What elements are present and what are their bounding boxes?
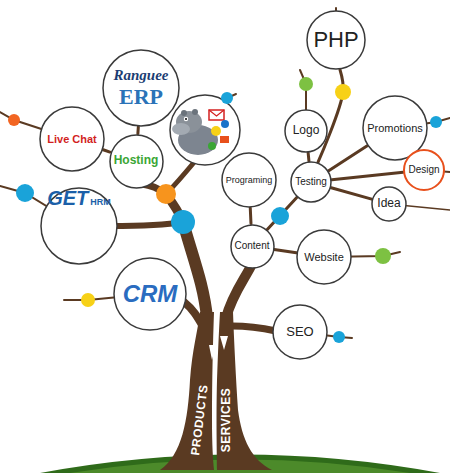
branch-connector [267,197,297,229]
circle-shape [273,305,327,359]
branch [226,266,251,318]
tree-circle: Content [230,224,275,269]
circle-shape [285,110,327,152]
tree-circle: RangueeERP [102,49,180,127]
circle-shape [103,50,179,126]
hippo-logo [170,95,240,165]
branches [0,8,450,338]
tree-circle: CRM [113,257,187,331]
tree-circle: Website [296,229,352,285]
circle-shape [307,11,365,69]
node-text: Idea [377,197,400,211]
node-text: CRM [123,280,178,308]
branch-dot [299,77,313,91]
trunk-label: SERVICES [220,388,233,452]
branch-connector [274,249,296,252]
node-text: PHP [313,27,358,52]
branch-dot [271,207,289,225]
envelope [220,136,229,143]
tree-circle: Logo [284,109,328,153]
circle-shape [114,258,186,330]
logo-circle [170,95,240,165]
branch-dot [335,84,351,100]
branch-dot [81,293,95,307]
node-text: HRM [90,197,111,207]
hippo-ear [192,109,198,115]
hippo-ear [181,110,187,116]
circle-shape [404,150,444,190]
branch-dot [16,184,34,202]
hippo-snout [172,123,190,135]
circle-shape [110,135,163,188]
node-text: Testing [295,176,327,188]
node-text: Programing [226,175,273,185]
circle-shape [291,162,331,202]
branch-dot [333,331,345,343]
circle-shape [231,225,274,268]
node-text: Ranguee [113,67,168,84]
node-text: Hosting [114,154,159,168]
ball [211,126,221,136]
hippo-eye [184,117,188,121]
branch-connector [332,172,403,180]
node-text: Live Chat [47,133,97,146]
trunk-label: PRODUCTS [189,384,211,456]
branch-connector [103,150,110,152]
envelope-flap [209,110,224,116]
tree-circle: Hosting [109,134,164,189]
circle-shape [222,153,276,207]
branch-dot [430,116,442,128]
node-text: Logo [293,124,320,138]
node-text: ERP [119,84,163,109]
branch-dot [156,184,176,204]
tree-circle: Testing [290,161,332,203]
circle-shape [41,188,117,264]
branch-connector [249,208,253,224]
branch-dot [171,210,195,234]
envelope [209,110,224,120]
branch [232,326,276,331]
trunk-strand [160,312,214,470]
tree-circle: Live Chat [39,106,105,172]
node-text: Design [408,164,439,176]
tree-circle: GETHRM [40,187,118,265]
tree-circle: SEO [272,304,328,360]
node-text: Content [234,240,269,252]
hippo-eye [185,118,187,120]
node-text: GET [47,187,88,210]
branch-connector [136,127,139,134]
node-text: Website [304,251,344,264]
branch-connector [329,146,368,171]
trunk-strand [217,312,272,470]
ball [208,142,216,150]
ball [221,120,229,128]
branch-connector [331,188,371,199]
tree-circle: Programing [221,152,277,208]
tree-circle: Design [403,149,445,191]
node-text: SEO [286,325,313,340]
branch-dot [375,248,391,264]
tree-circle: PHP [306,10,366,70]
branch-dot [221,92,233,104]
branch-connector [318,70,343,162]
branch-connector [307,153,311,161]
circle-shape [297,230,351,284]
branch-dot [8,114,20,126]
node-text: Promotions [367,122,423,135]
trunk-arrows [209,336,228,360]
circle-shape [40,107,104,171]
tree-circle: Idea [371,186,407,222]
circle-shape [372,187,406,221]
